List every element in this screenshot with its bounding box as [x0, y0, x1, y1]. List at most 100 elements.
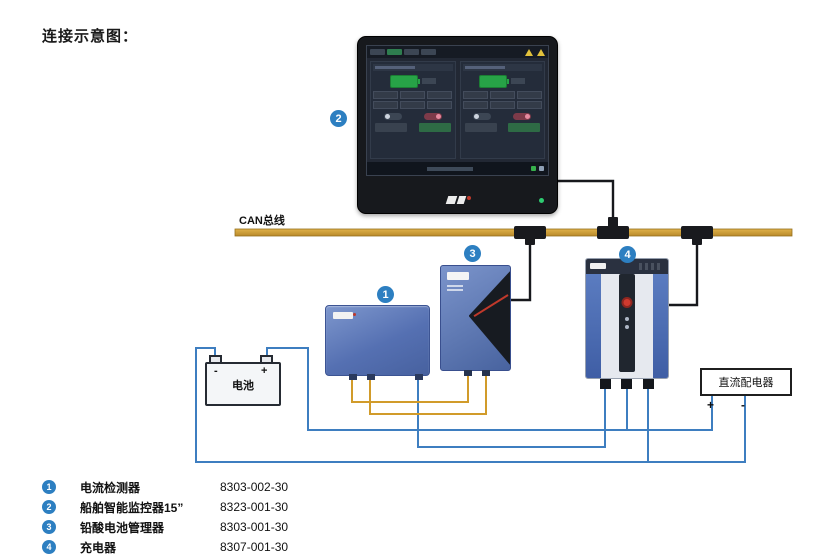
- battery-box: [205, 362, 281, 406]
- legend-part-number: 8303-002-30: [220, 480, 289, 494]
- legend-item: 1 电流检测器 8303-002-30: [42, 477, 288, 497]
- connector-nub: [415, 374, 423, 380]
- panel-button: [462, 91, 488, 99]
- legend-part-number: 8323-001-30: [220, 500, 289, 514]
- legend-num-badge: 1: [42, 480, 56, 494]
- can-t-connector-1: [514, 226, 546, 245]
- battery-terminal-pos: [260, 355, 273, 363]
- battery-value-tag: [421, 78, 436, 84]
- charger-terminal: [621, 379, 632, 389]
- current-detector-device: [325, 305, 430, 380]
- screen-top-bar: [367, 46, 548, 58]
- legend-num-badge: 2: [42, 500, 56, 514]
- toggle-switch: [473, 112, 492, 120]
- indicator-dot: [625, 317, 629, 321]
- legend-item-label: 铅酸电池管理器: [80, 520, 165, 535]
- panel-button: [516, 101, 542, 109]
- panel-button: [373, 91, 399, 99]
- panel-button-grid: [373, 91, 453, 109]
- brand-logo: [333, 312, 356, 319]
- battery-level-icon: [389, 74, 420, 88]
- battery-status-panel-left: [370, 61, 456, 159]
- monitor-screen: [366, 45, 549, 176]
- device-number-badge-1: 1: [377, 286, 394, 303]
- status-green-icon: [531, 166, 536, 171]
- wire-sensor-link-1: [351, 370, 469, 403]
- panel-action-button: [464, 123, 497, 132]
- panel-button: [516, 91, 542, 99]
- screen-tab-chip: [404, 49, 419, 55]
- legend-num-badge: 3: [42, 520, 56, 534]
- panel-action-button: [508, 123, 540, 132]
- can-bus-label: CAN总线: [239, 215, 285, 227]
- battery-status-panel-right: [459, 61, 545, 159]
- legend-part-number: 8307-001-30: [220, 540, 289, 554]
- power-led: [539, 198, 544, 203]
- toggle-switch: [513, 112, 532, 120]
- charger-side-panel: [653, 274, 668, 378]
- can-bus-line: [234, 228, 793, 237]
- toggle-switch: [383, 112, 402, 120]
- charger-terminal: [600, 379, 611, 389]
- vent-grille: [639, 263, 663, 270]
- ship-monitor-device: [357, 36, 558, 214]
- legend-item-label: 电流检测器: [80, 480, 141, 495]
- wire-battery-neg-rail: [195, 347, 746, 463]
- screen-tab-chip: [421, 49, 436, 55]
- connector-nub: [349, 374, 357, 380]
- brand-logo: [445, 195, 471, 205]
- brand-logo: [590, 263, 606, 269]
- legend-item: 4 充电器 8307-001-30: [42, 537, 288, 557]
- panel-button: [489, 91, 515, 99]
- panel-header: [373, 64, 453, 71]
- battery-value-tag: [511, 78, 526, 84]
- screen-tab-chip: [370, 49, 385, 55]
- connector-nub: [482, 370, 490, 376]
- panel-action-button: [418, 123, 451, 132]
- charger-device: [585, 258, 669, 379]
- legend-item-label: 船舶智能监控器15”: [80, 500, 184, 515]
- dc-neg-sign: -: [741, 398, 745, 412]
- panel-header: [462, 64, 542, 71]
- black-sail-graphic: [468, 271, 510, 365]
- panel-button-grid: [462, 91, 543, 109]
- panel-button: [489, 101, 515, 109]
- legend-part-number: 8303-001-30: [220, 520, 289, 534]
- battery-neg-sign: -: [214, 365, 218, 377]
- charger-side-panel: [586, 274, 601, 378]
- panel-button: [400, 101, 426, 109]
- battery-level-icon: [479, 74, 510, 88]
- can-t-connector-3: [681, 226, 713, 245]
- battery-terminal-neg: [209, 355, 222, 363]
- device-number-badge-2: 2: [330, 110, 347, 127]
- page-title: 连接示意图：: [42, 28, 139, 45]
- status-grey-icon: [539, 166, 544, 171]
- wire-sensor-link-2: [369, 370, 487, 415]
- brand-logo: [447, 272, 469, 280]
- charger-center-column: [619, 274, 635, 372]
- panel-action-button: [375, 123, 407, 132]
- can-t-connector-2: [597, 217, 629, 239]
- status-text-line: [426, 166, 473, 171]
- battery-label: 电池: [232, 380, 254, 392]
- red-power-button: [621, 297, 633, 308]
- charger-terminal: [643, 379, 654, 389]
- screen-status-bar: [367, 162, 548, 175]
- legend-item: 3 铅酸电池管理器 8303-001-30: [42, 517, 288, 537]
- panel-button: [427, 101, 453, 109]
- screen-panels: [367, 58, 548, 162]
- label-text-line: [447, 285, 463, 287]
- indicator-dot: [625, 325, 629, 329]
- toggle-switch: [423, 112, 442, 120]
- device-number-badge-3: 3: [464, 245, 481, 262]
- wire-bus-to-charger: [666, 240, 699, 307]
- wire-battery-pos-rail: [266, 347, 713, 431]
- wire-detector-to-charger: [417, 374, 606, 448]
- device-number-badge-4: 4: [619, 246, 636, 263]
- connector-nub: [464, 370, 472, 376]
- battery-manager-device: [440, 265, 511, 371]
- panel-button: [373, 101, 399, 109]
- wire-monitor-to-bus: [556, 179, 615, 227]
